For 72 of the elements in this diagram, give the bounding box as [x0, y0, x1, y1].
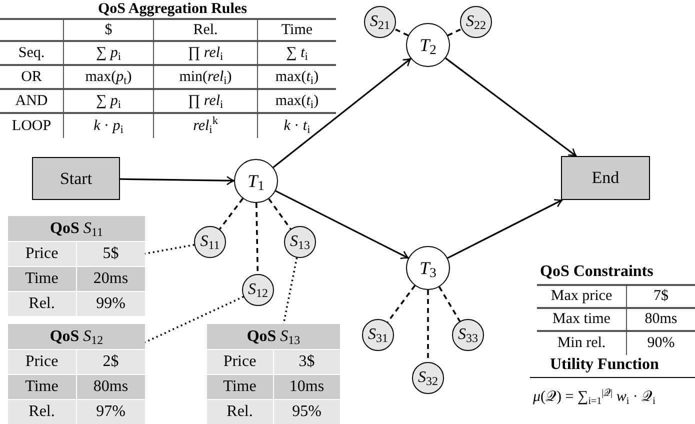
node-label: S$_{21}$: [370, 12, 390, 34]
constraint-name: Min rel.: [557, 334, 606, 354]
dashed-connector: [386, 285, 416, 323]
formula-text: min(rel$_{i}$): [179, 68, 232, 88]
table-cell: Price: [8, 242, 76, 266]
table-cell: 2$: [76, 350, 145, 374]
node-label: End: [592, 167, 620, 190]
node-label: Start: [60, 168, 92, 190]
table-cell: Time: [207, 375, 274, 399]
table-cell: Price: [207, 350, 274, 374]
table-cell: 95%: [274, 400, 340, 424]
leader-line: [144, 296, 244, 344]
formula-text: k · t$_{i}$: [284, 116, 310, 138]
start-box: [32, 157, 120, 200]
formula-text: k · p$_{i}$: [94, 116, 124, 138]
formula-text: ∏ rel$_{i}$: [188, 44, 224, 64]
end-box: [561, 156, 650, 200]
row-header: AND: [15, 92, 48, 111]
leader-line: [282, 258, 298, 324]
table-cell: 3$: [274, 350, 340, 374]
node-label: S$_{22}$: [466, 12, 486, 34]
table-title: QoS S$_{13}$: [246, 326, 300, 348]
node-label: S$_{33}$: [458, 325, 478, 347]
table-cell: 80ms: [76, 375, 145, 399]
table-cell: 99%: [76, 292, 145, 316]
table-cell: Time: [8, 267, 76, 291]
row-header: LOOP: [12, 116, 52, 136]
table-cell: 5$: [76, 242, 145, 266]
table-cell: Price: [8, 350, 76, 374]
node-label: T$_{2}$: [420, 34, 436, 58]
formula-text: ∑ t$_{i}$: [286, 44, 308, 64]
table-cell: Time: [8, 375, 76, 399]
formula-text: max(p$_{t}$): [85, 68, 132, 88]
constraint-value: 7$: [654, 287, 668, 306]
dashed-connector: [218, 198, 244, 230]
dashed-connector: [394, 28, 409, 36]
table-cell: Rel.: [8, 400, 76, 424]
table-cell: Rel.: [8, 292, 76, 316]
column-header: $: [104, 20, 112, 40]
constraint-value: 80ms: [644, 310, 678, 330]
table-cell: 97%: [76, 400, 145, 424]
dashed-connector: [268, 198, 292, 230]
table-cell: 20ms: [76, 267, 145, 291]
table-cell: 10ms: [274, 375, 340, 399]
node-label: S$_{11}$: [200, 232, 220, 254]
dashed-connector: [447, 28, 462, 36]
node-label: S$_{32}$: [418, 368, 438, 390]
column-header: Time: [281, 20, 313, 40]
table-title: QoS S$_{12}$: [50, 326, 104, 348]
dashed-connector: [438, 286, 461, 322]
section-title: Utility Function: [550, 355, 659, 375]
node-label: S$_{12}$: [248, 280, 268, 302]
node-label: T$_{3}$: [420, 256, 436, 282]
formula-text: max(t$_{i}$): [275, 92, 319, 112]
table-title: QoS Constraints: [540, 262, 654, 282]
node-label: S$_{31}$: [368, 325, 388, 347]
constraint-name: Max price: [550, 287, 612, 306]
row-header: OR: [21, 68, 42, 87]
formula-text: max(t$_{i}$): [275, 68, 319, 88]
table-cell: Rel.: [207, 400, 274, 424]
formula-text: ∑ p$_{i}$: [96, 44, 122, 64]
row-header: Seq.: [18, 44, 45, 63]
utility-formula: μ(𝒬) = ∑$_{i=1}$$^{|𝒬|}$ w$_{i}$ · 𝒬$_{i}$: [533, 387, 656, 408]
constraint-name: Max time: [552, 310, 610, 330]
node-label: T$_{1}$: [248, 170, 264, 194]
constraint-value: 90%: [647, 334, 675, 354]
table-title: QoS Aggregation Rules: [98, 0, 247, 18]
column-header: Rel.: [193, 20, 218, 40]
node-label: S$_{13}$: [290, 232, 310, 254]
table-title: QoS S$_{11}$: [50, 218, 103, 240]
formula-text: ∏ rel$_{i}$: [188, 92, 224, 112]
formula-text: ∑ p$_{i}$: [96, 92, 122, 112]
